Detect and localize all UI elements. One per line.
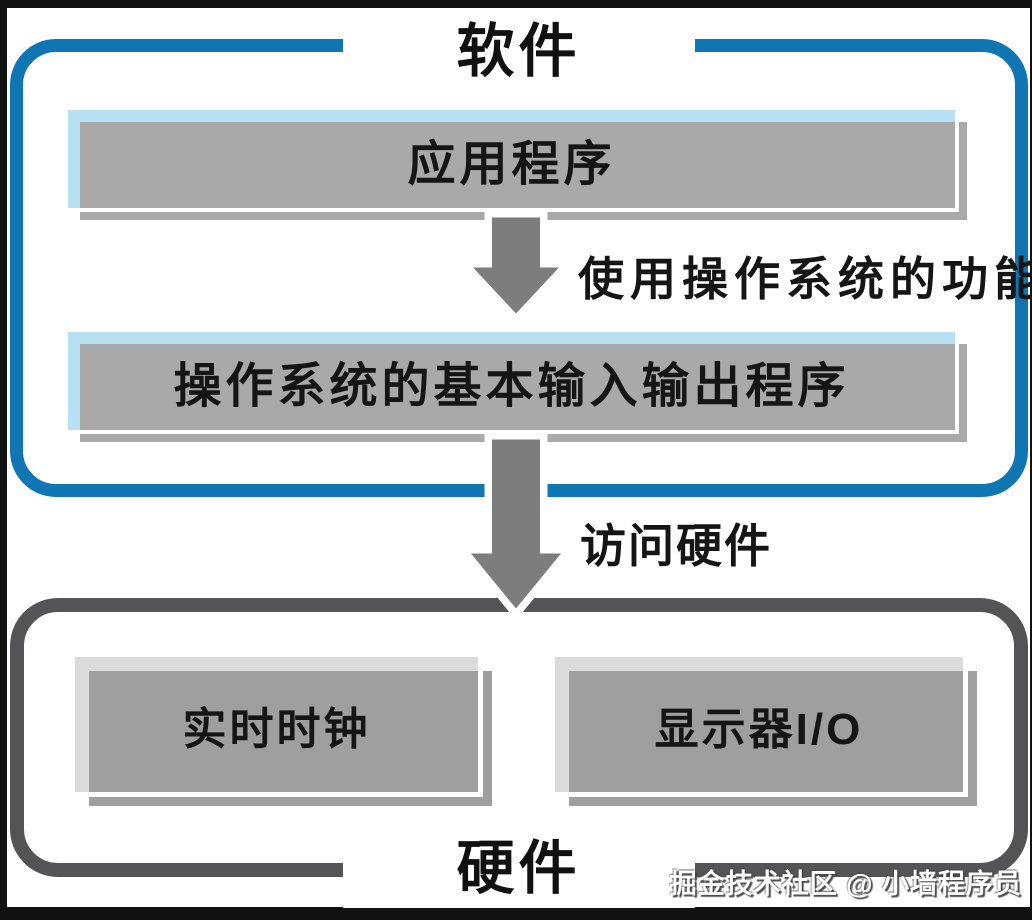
arrow-label-access-hardware: 访问硬件	[580, 520, 772, 572]
down-arrow-icon	[456, 210, 576, 322]
hardware-title: 硬件	[342, 830, 695, 908]
watermark: 掘金技术社区 @ 小墙程序员	[669, 869, 1022, 899]
os-bios-box: 操作系统的基本输入输出程序	[64, 328, 967, 442]
diagram-canvas: 软件 硬件 应用程序 操作系统的基本输入输出程序 使用操作系统的功能 访问硬件 …	[7, 8, 1032, 908]
display-io-box: 显示器I/O	[550, 652, 977, 806]
down-arrow-icon	[456, 432, 576, 618]
realtime-clock-box: 实时时钟	[70, 652, 492, 806]
software-container	[10, 39, 1028, 497]
arrow-label-use-os: 使用操作系统的功能	[578, 253, 1032, 305]
application-box: 应用程序	[64, 106, 967, 220]
software-title: 软件	[342, 12, 695, 92]
